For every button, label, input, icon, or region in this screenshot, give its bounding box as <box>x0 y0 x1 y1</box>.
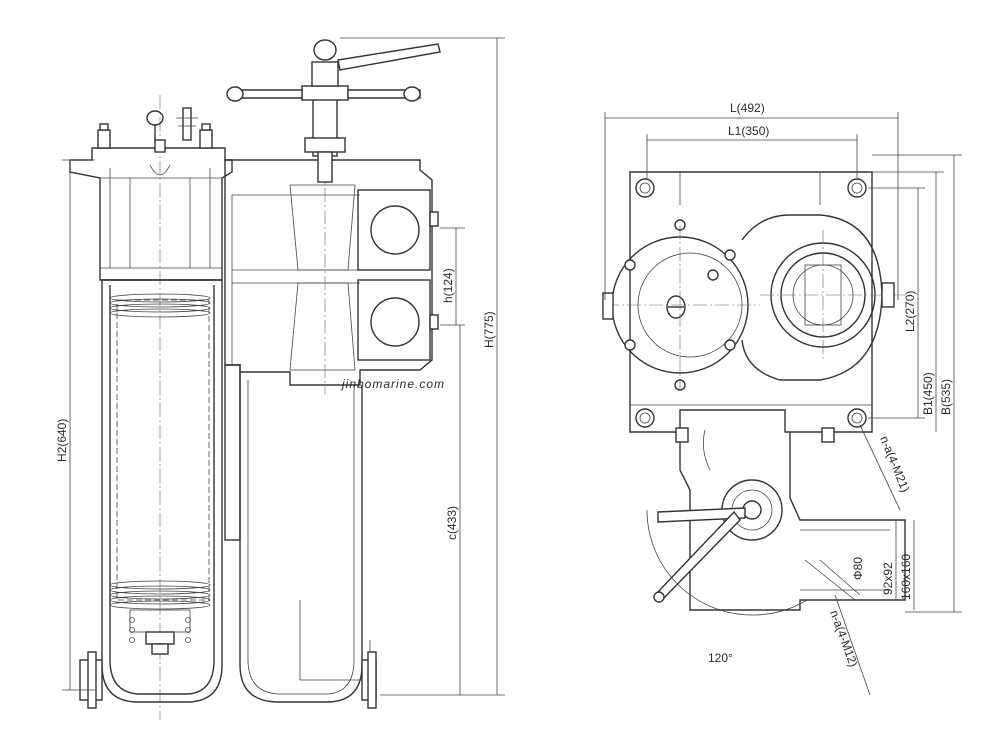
label-b1: B1(450) <box>921 372 935 415</box>
label-phi: Φ80 <box>851 557 865 580</box>
top-view: L(492) L1(350) L2(270) B1(450) B(535) <box>602 101 962 696</box>
spring-base <box>129 609 191 655</box>
dim-bolt-a: n-a(4-M21) <box>859 424 912 511</box>
right-chamber-body <box>239 372 363 703</box>
eye-bolt <box>146 110 164 142</box>
dim-b: B(535) <box>872 154 962 613</box>
vent-valve <box>176 107 198 141</box>
label-92: 92x92 <box>881 562 895 595</box>
label-l2: L2(270) <box>903 291 917 332</box>
label-bolt-a: n-a(4-M21) <box>877 434 912 494</box>
dim-flange: Φ80 92x92 160x160 <box>851 520 915 610</box>
changeover-valve-body <box>224 159 433 386</box>
dim-h: H(775) <box>340 37 505 696</box>
dim-h-small: h(124) <box>440 227 465 326</box>
dim-l2: L2(270) <box>868 187 925 419</box>
right-bottom-flange <box>361 651 377 709</box>
lever-hub <box>653 479 783 603</box>
bellows-top <box>109 293 211 318</box>
swing-arc <box>646 509 808 616</box>
filter-head <box>69 147 233 281</box>
handle-assembly <box>226 39 441 183</box>
label-angle: 120° <box>708 651 733 665</box>
top-studs <box>97 123 213 153</box>
label-h2: H2(640) <box>55 419 69 462</box>
left-chamber-body <box>101 279 223 703</box>
left-bottom-flange <box>79 651 103 709</box>
label-160: 160x160 <box>899 554 913 600</box>
front-view: H2(640) H(775) h(124) c(433) <box>55 37 505 720</box>
dim-l1: L1(350) <box>646 124 858 180</box>
filter-element <box>116 299 210 601</box>
label-h-small: h(124) <box>441 268 455 303</box>
dim-h2: H2(640) <box>55 159 95 691</box>
dim-bolt-b: n-a(4-M12) <box>827 594 871 696</box>
base-plate <box>629 171 873 433</box>
right-side-bolt <box>881 282 895 308</box>
label-h: H(775) <box>482 311 496 348</box>
foot-bracket <box>675 427 906 611</box>
mounting-holes <box>635 178 867 428</box>
dim-c: c(433) <box>445 325 461 695</box>
support-plate <box>224 364 241 541</box>
watermark: jinbomarine.com <box>340 377 445 391</box>
left-side-bolt <box>602 292 614 320</box>
label-bolt-b: n-a(4-M12) <box>827 608 860 669</box>
bellows-bottom <box>109 580 211 610</box>
label-b: B(535) <box>939 379 953 415</box>
label-c: c(433) <box>445 506 459 540</box>
label-l1: L1(350) <box>728 124 769 138</box>
outlet-ports <box>357 189 439 361</box>
dim-b1: B1(450) <box>872 171 944 432</box>
left-cover <box>605 219 760 391</box>
dim-l: L(492) <box>604 101 899 300</box>
label-l: L(492) <box>730 101 765 115</box>
left-chamber-inner <box>109 285 215 695</box>
